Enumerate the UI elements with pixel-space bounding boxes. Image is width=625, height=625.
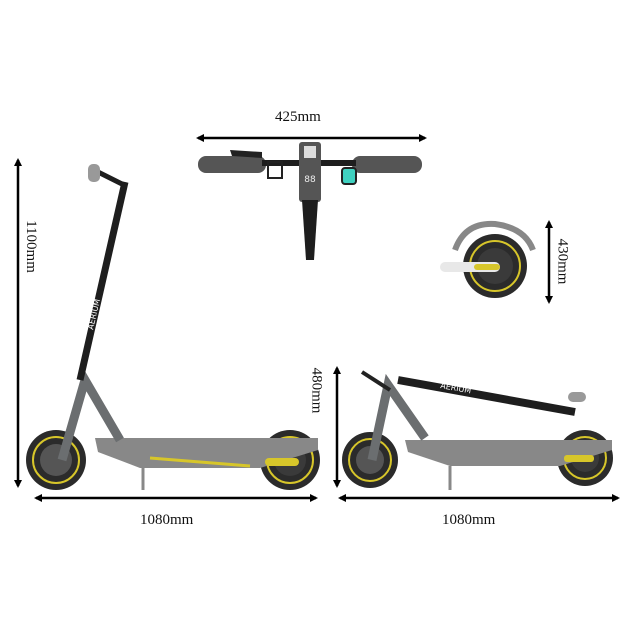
svg-text:AERIUM: AERIUM [86, 298, 102, 331]
scooter-folded: AERIUM [342, 370, 613, 490]
length-label: 1080mm [140, 512, 194, 528]
wheel-diameter-label: 430mm [554, 238, 571, 285]
folded-length-label: 1080mm [442, 512, 496, 528]
height-label: 1100mm [22, 220, 39, 273]
scooter-unfolded: AERIUM [26, 164, 320, 490]
handlebar-width-label: 425mm [275, 109, 321, 125]
wheel-detail [440, 220, 536, 298]
svg-text:88: 88 [304, 175, 316, 185]
folded-height-label: 480mm [308, 367, 325, 414]
handlebar-view: 88 [198, 142, 422, 260]
